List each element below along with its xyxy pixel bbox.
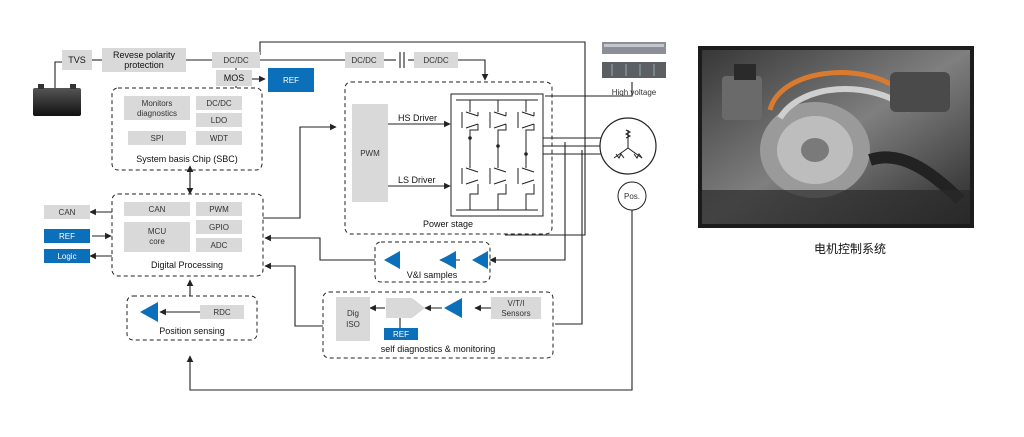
sbc-group: Monitors diagnostics DC/DC LDO SPI WDT S… [111,87,263,171]
hs-driver-label: HS Driver [398,113,437,123]
digital-mcu-label-2: core [149,237,165,246]
ref-top-block: REF [268,68,314,92]
dcdc-block-3: DC/DC [414,52,458,68]
pos-label: Pos. [624,192,640,201]
pos-sensor: Pos. [617,181,647,211]
dcdc-1-label: DC/DC [223,56,249,65]
sbc-monitors-label-1: Monitors [142,99,173,108]
vi-samples-group: V&I samples [374,241,491,283]
ext-can-block: CAN [44,205,90,219]
mos-block: MOS [216,70,252,86]
digital-adc-label: ADC [211,241,228,250]
digital-gpio-label: GPIO [209,223,229,232]
self-diagnostics-title: self diagnostics & monitoring [381,344,496,354]
sensors-label-2: Sensors [501,309,530,318]
position-sensing-group: RDC Position sensing [126,295,258,341]
dcdc-block-1: DC/DC [212,52,260,68]
sbc-title: System basis Chip (SBC) [136,154,238,164]
ext-logic-block: Logic [44,249,90,263]
digital-processing-group: CAN PWM MCU core GPIO ADC Digital Proces… [111,193,264,277]
dcdc-block-2: DC/DC [345,52,384,68]
high-voltage-label: High voltage [612,88,657,97]
tvs-label: TVS [68,55,86,65]
sbc-dcdc-label: DC/DC [206,99,232,108]
mos-label: MOS [224,73,245,83]
sensors-label-1: V/T/I [508,299,525,308]
ext-ref-block: REF [44,229,90,243]
ls-driver-label: LS Driver [398,175,436,185]
inverter-bridge-icon [450,93,544,217]
diag-ref-label: REF [393,330,409,339]
reverse-protection-label-1: Revese polarity [113,50,176,60]
photo-caption: 电机控制系统 [813,242,886,256]
dig-iso-label-2: ISO [346,320,360,329]
motor-icon [599,117,657,175]
sbc-ldo-label: LDO [211,116,227,125]
sbc-spi-label: SPI [151,134,164,143]
sbc-monitors-label-2: diagnostics [137,109,177,118]
digital-title: Digital Processing [151,260,223,270]
position-sensing-title: Position sensing [159,326,225,336]
digital-mcu-label-1: MCU [148,227,166,236]
vi-samples-label: V&I samples [407,270,458,280]
digital-can-label: CAN [149,205,166,214]
ext-can-label: CAN [59,208,76,217]
dcdc-2-label: DC/DC [351,56,377,65]
ext-ref-label: REF [59,232,75,241]
reverse-protection-label-2: protection [124,60,164,70]
high-voltage-battery-icon [602,42,666,78]
rdc-label: RDC [213,308,231,317]
power-pwm-label: PWM [360,149,380,158]
power-stage-title: Power stage [423,219,473,229]
dcdc-3-label: DC/DC [423,56,449,65]
self-diagnostics-group: Dig ISO V/T/I Sensors REF self diagnosti… [322,291,554,359]
reverse-protection-block: Revese polarity protection [102,48,186,72]
power-stage-group: PWM HS Driver LS Driver Power stage [344,81,553,235]
ref-top-label: REF [283,76,299,85]
battery-12v-icon [33,84,81,116]
digital-pwm-label: PWM [209,205,229,214]
ext-logic-label: Logic [57,252,76,261]
tvs-block: TVS [62,50,92,70]
sbc-wdt-label: WDT [210,134,228,143]
dig-iso-label-1: Dig [347,309,359,318]
motor-controller-photo [698,46,974,228]
